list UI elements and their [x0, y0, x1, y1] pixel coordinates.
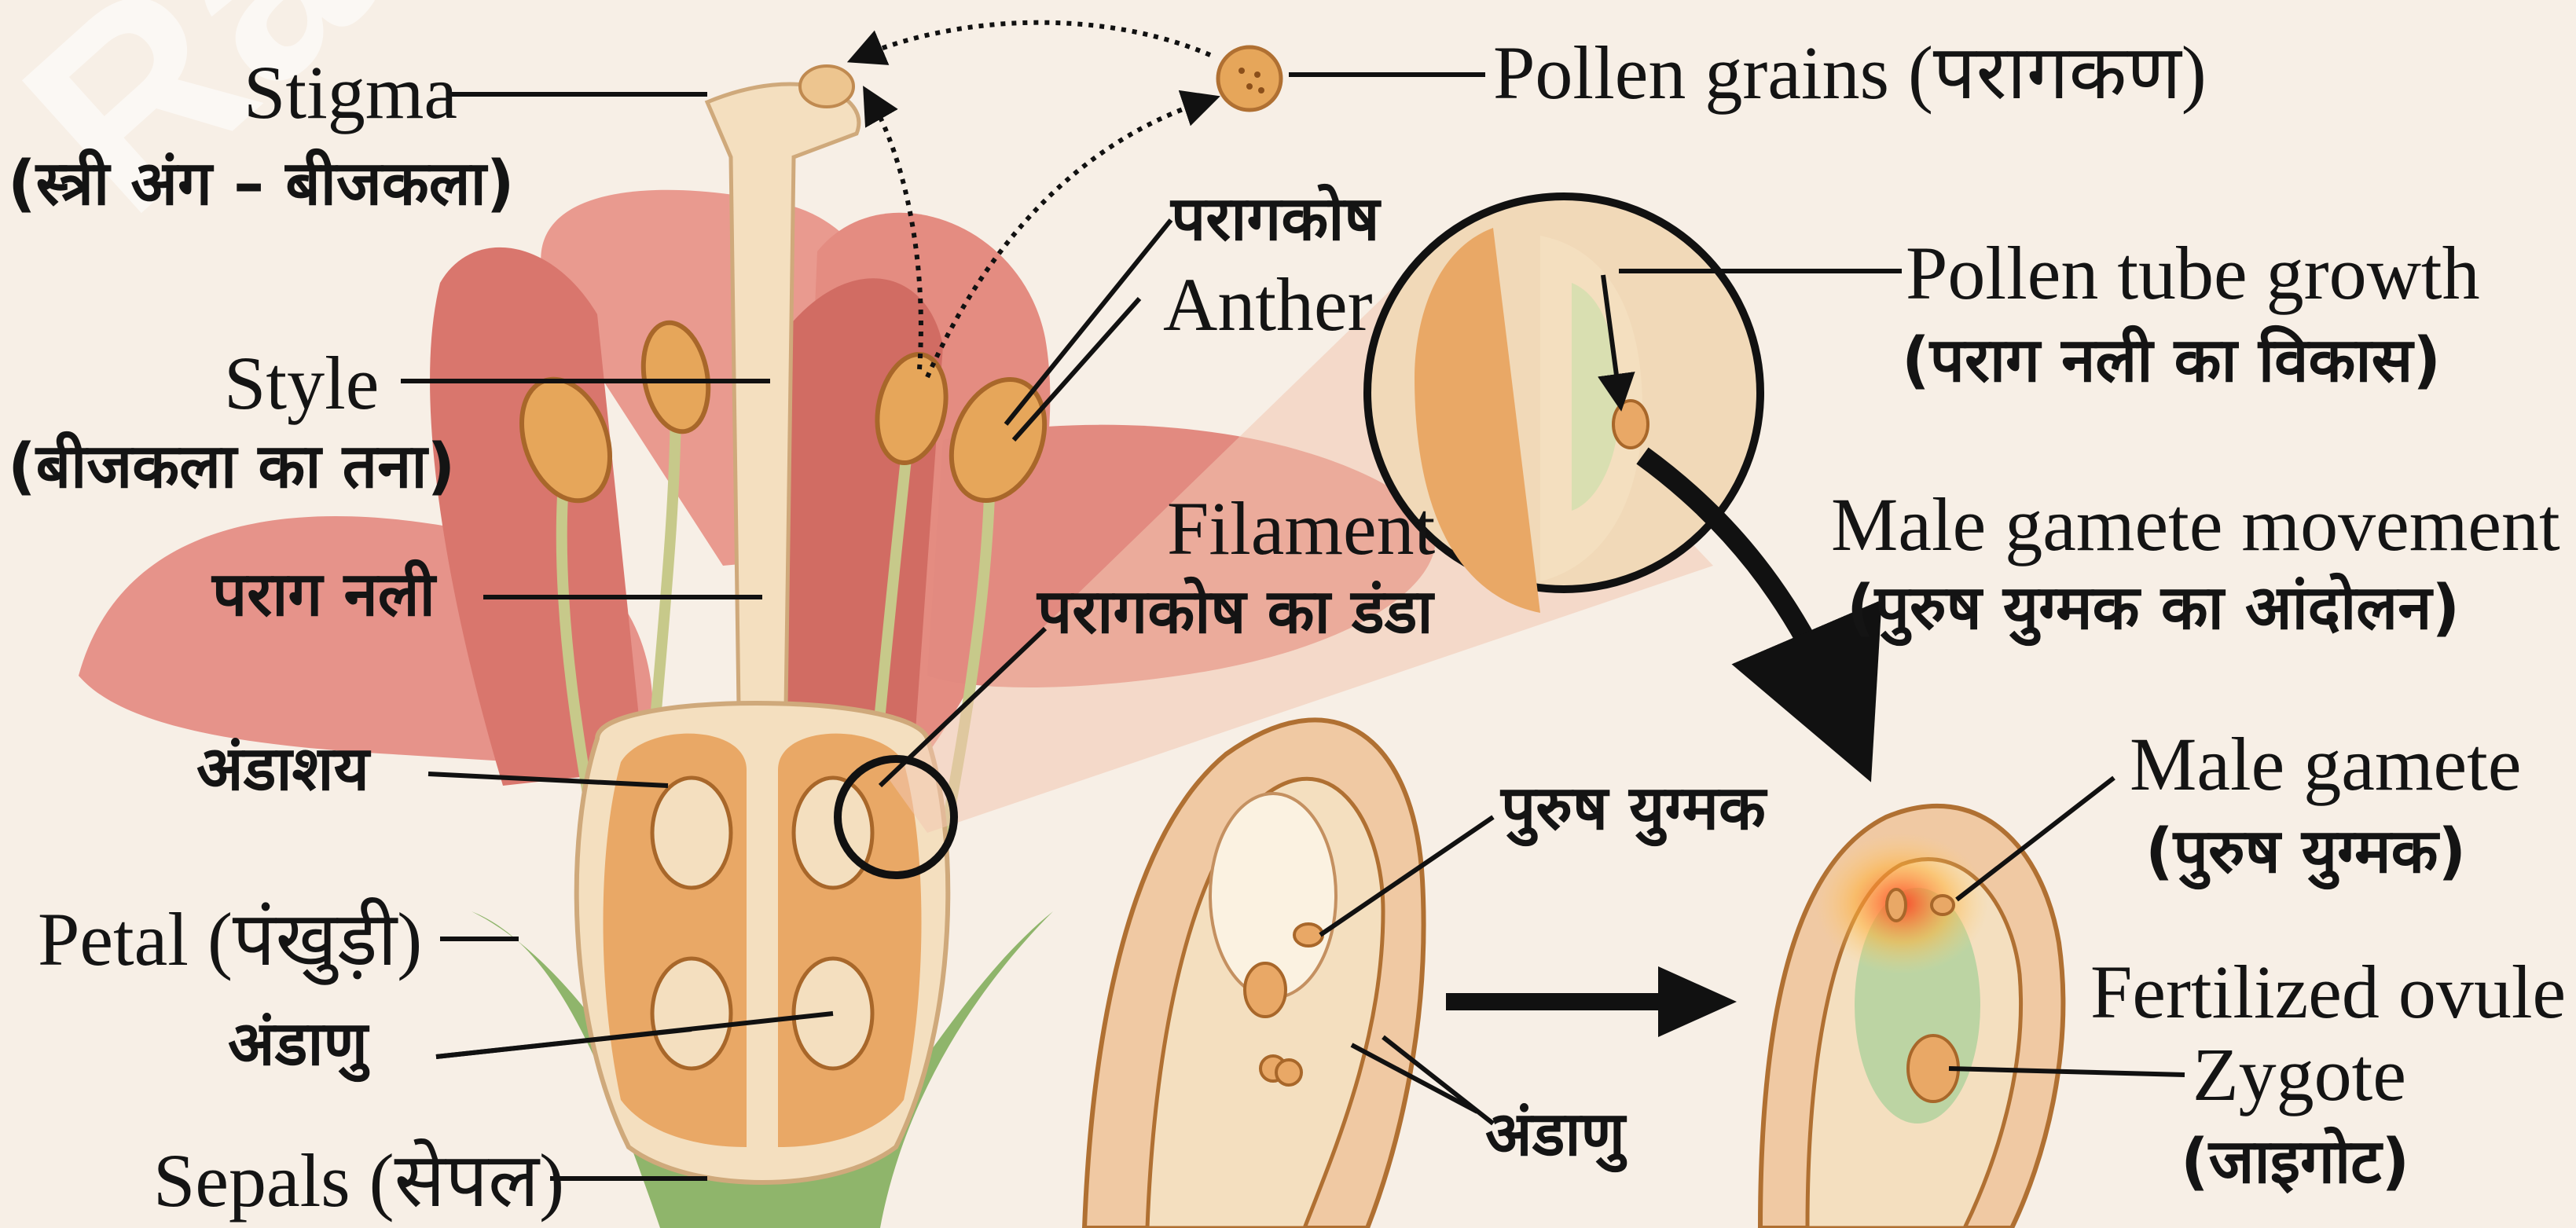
label-filament: Filament — [1167, 491, 1435, 566]
label-zygote: Zygote — [2193, 1037, 2406, 1113]
label-male-gamete: Male gamete — [2130, 727, 2521, 802]
label-fertilized-ovule: Fertilized ovule — [2090, 955, 2566, 1030]
label-pollen-grains: Pollen grains (परागकण) — [1493, 35, 2207, 111]
label-stigma: Stigma — [244, 55, 457, 130]
label-style-hi: (बीजकला का तना) — [8, 436, 455, 497]
label-stigma-hi: (स्त्री अंग – बीजकला) — [8, 153, 514, 214]
label-anther-hi: परागकोष — [1171, 189, 1380, 250]
label-male-gamete-movement: Male gamete movement — [1831, 487, 2560, 563]
label-pollen-tube-growth: Pollen tube growth — [1906, 236, 2480, 311]
label-ovules-hi: अंडाणु — [228, 1014, 368, 1075]
ovule-before — [1084, 720, 1424, 1228]
label-petal: Petal (पंखुड़ी) — [38, 902, 422, 977]
label-filament-hi: परागकोष का डंडा — [1037, 581, 1433, 643]
ovule-after — [1760, 806, 2063, 1228]
label-anther: Anther — [1163, 267, 1373, 343]
fertilization-arrow — [1446, 966, 1737, 1037]
label-pollen-tube-growth-hi: (पराग नली का विकास) — [1902, 330, 2441, 391]
label-ovary-hi: अंडाशय — [196, 739, 369, 800]
label-style: Style — [224, 346, 379, 421]
label-ovules-hi-2: अंडाणु — [1485, 1104, 1625, 1165]
label-pollen-tube-hi: पराग नली — [212, 564, 435, 625]
label-zygote-hi: (जाइगोट) — [2181, 1131, 2409, 1193]
label-purush-yugmak: पुरुष युग्मक — [1501, 778, 1766, 839]
label-sepals: Sepals (सेपल) — [153, 1143, 564, 1219]
pollen-grain — [1218, 47, 1281, 110]
label-male-gamete-movement-hi: (पुरुष युग्मक का आंदोलन) — [1847, 577, 2460, 639]
label-male-gamete-hi: (पुरुष युग्मक) — [2145, 821, 2466, 882]
